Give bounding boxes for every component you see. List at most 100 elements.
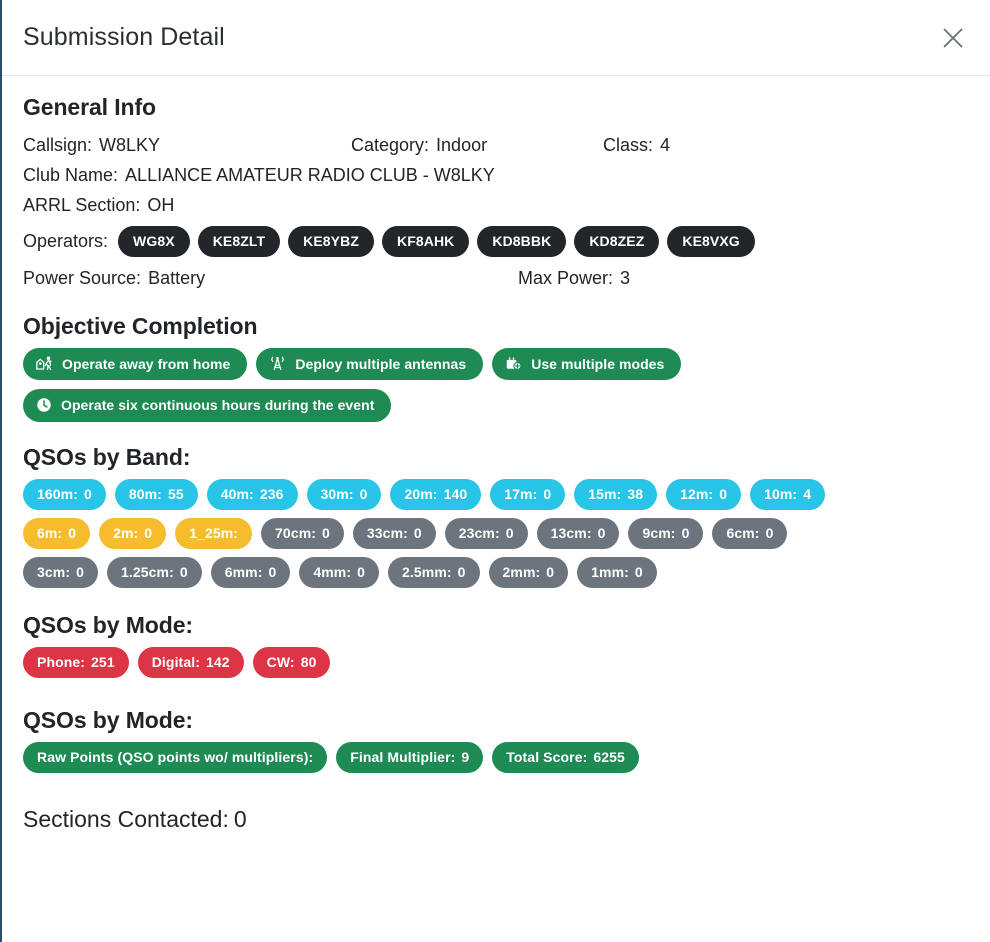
- club-name-label: Club Name:: [23, 165, 119, 185]
- objective-badge-container: Operate away from home Deploy multiple an…: [23, 348, 969, 422]
- arrl-section-field: ARRL Section: OH: [23, 190, 174, 220]
- band-chip-label: 80m:: [128, 486, 162, 502]
- band-chip-value: 0: [359, 486, 368, 502]
- score-chip-container: Raw Points (QSO points wo/ multipliers):…: [23, 742, 833, 773]
- band-chip-label: 30m:: [320, 486, 354, 502]
- band-chip-label: 17m:: [504, 486, 538, 502]
- category-field: Category: Indoor: [351, 130, 603, 160]
- band-chip-value: 0: [505, 525, 514, 541]
- band-chip: 70cm: 0: [261, 518, 344, 549]
- objective-badge: Operate away from home: [23, 348, 248, 380]
- objective-badge-label: Operate six continuous hours during the …: [61, 397, 375, 413]
- objective-badge-row: Operate six continuous hours during the …: [23, 389, 969, 422]
- band-chip-label: 2m:: [113, 525, 139, 541]
- club-name-field: Club Name: ALLIANCE AMATEUR RADIO CLUB -…: [23, 160, 495, 190]
- qsos-by-band-heading: QSOs by Band:: [23, 444, 191, 470]
- band-chip-label: 15m:: [588, 486, 622, 502]
- band-chip-value: 0: [83, 486, 92, 502]
- power-source-field: Power Source: Battery: [23, 263, 518, 293]
- band-chip-label: 6cm:: [726, 525, 760, 541]
- class-field: Class: 4: [603, 130, 670, 160]
- band-chip-value: 0: [322, 525, 330, 541]
- band-chip-label: 2.5mm:: [402, 564, 452, 580]
- general-info-row-1: Callsign: W8LKY Category: Indoor Class: …: [23, 130, 969, 160]
- person-running-from-house-icon: [36, 356, 53, 371]
- band-chip-label: 2mm:: [502, 564, 541, 580]
- operator-pill: KD8ZEZ: [574, 226, 660, 257]
- callsign-label: Callsign:: [23, 135, 93, 155]
- band-chip: 17m:0: [490, 479, 566, 510]
- arrl-section-value: OH: [147, 195, 175, 215]
- objective-completion-heading: Objective Completion: [23, 313, 258, 339]
- mode-chip-label: CW:: [266, 654, 295, 670]
- band-chip: 30m: 0: [306, 479, 382, 510]
- objective-badge-label: Deploy multiple antennas: [295, 355, 467, 372]
- band-chip-label: 70cm:: [275, 525, 317, 541]
- band-chip: 9cm:0: [628, 518, 704, 549]
- max-power-field: Max Power: 3: [518, 263, 630, 293]
- class-label: Class:: [603, 135, 654, 155]
- band-chip-label: 12m:: [680, 486, 714, 502]
- band-chip-value: 0: [681, 525, 690, 541]
- band-chip: 33cm:0: [352, 518, 436, 549]
- mode-chip: CW:80: [252, 647, 331, 678]
- objective-badge: Deploy multiple antennas: [256, 348, 484, 380]
- operator-pill: KE8ZLT: [197, 226, 281, 257]
- clock-icon: [36, 397, 52, 413]
- objective-badge: Use multiple modes: [492, 348, 682, 380]
- operator-pill: KD8BBK: [477, 226, 567, 257]
- band-chip-value: 38: [627, 486, 644, 502]
- band-chip: 12m:0: [666, 479, 742, 510]
- operator-pill: KE8YBZ: [288, 226, 374, 257]
- club-name-row: Club Name: ALLIANCE AMATEUR RADIO CLUB -…: [23, 160, 969, 190]
- max-power-value: 3: [620, 268, 631, 288]
- band-chip: 6cm:0: [712, 518, 788, 549]
- operators-label: Operators:: [23, 231, 109, 251]
- score-heading: QSOs by Mode:: [23, 707, 193, 733]
- band-chip-value: 0: [144, 525, 153, 541]
- general-info-heading: General Info: [23, 94, 156, 120]
- band-chip: 80m:55: [114, 479, 198, 510]
- objective-badge-label: Use multiple modes: [531, 355, 665, 372]
- qsos-by-mode-heading: QSOs by Mode:: [23, 612, 193, 638]
- operator-pill: WG8X: [118, 226, 190, 257]
- band-chip-value: 0: [76, 564, 84, 580]
- close-icon[interactable]: [936, 21, 970, 55]
- band-chip: 1_25m:: [175, 518, 253, 549]
- band-chip: 2.5mm:0: [388, 557, 480, 588]
- band-chip-label: 13cm:: [550, 525, 592, 541]
- antenna-tower-icon: [269, 356, 286, 371]
- objective-badge-row: Operate away from home Deploy multiple an…: [23, 348, 969, 380]
- band-chip-label: 10m:: [764, 486, 798, 502]
- band-chip-value: 0: [413, 525, 422, 541]
- band-chip-label: 6mm:: [224, 564, 263, 580]
- band-chip: 1mm:0: [577, 557, 657, 588]
- power-row: Power Source: Battery Max Power: 3: [23, 263, 969, 293]
- band-chip-label: 1.25cm:: [120, 564, 174, 580]
- band-chip: 40m:236: [206, 479, 298, 510]
- category-label: Category:: [351, 135, 430, 155]
- max-power-label: Max Power:: [518, 268, 614, 288]
- sections-contacted-value: 0: [233, 806, 247, 832]
- page-title: Submission Detail: [23, 23, 225, 51]
- sections-contacted-label: Sections Contacted:: [23, 806, 229, 832]
- score-chip-label: Raw Points (QSO points wo/ multipliers):: [37, 749, 314, 765]
- band-chip: 2mm:0: [488, 557, 569, 588]
- band-chip-label: 40m:: [220, 486, 254, 502]
- callsign-field: Callsign: W8LKY: [23, 130, 351, 160]
- band-chip-label: 1mm:: [591, 564, 629, 580]
- power-source-label: Power Source:: [23, 268, 142, 288]
- band-chip: 4mm: 0: [299, 557, 380, 588]
- score-chip: Final Multiplier:9: [336, 742, 484, 773]
- band-chip-value: 0: [357, 564, 366, 580]
- club-name-value: ALLIANCE AMATEUR RADIO CLUB - W8LKY: [125, 165, 495, 185]
- objective-badge: Operate six continuous hours during the …: [23, 389, 392, 422]
- band-chip-value: 0: [597, 525, 606, 541]
- band-chip-label: 1_25m:: [189, 525, 239, 541]
- band-chip-value: 0: [68, 525, 77, 541]
- band-chip-label: 4mm:: [313, 564, 352, 580]
